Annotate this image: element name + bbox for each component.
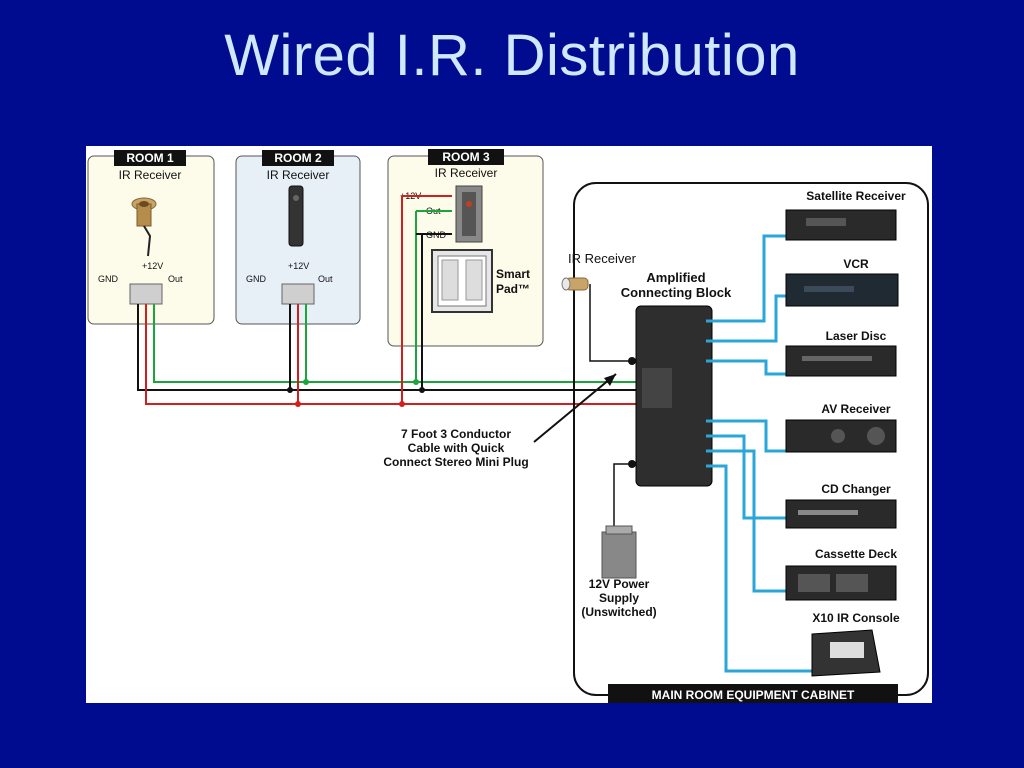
room-2-terminal-block bbox=[281, 283, 315, 305]
cable-label-2: Cable with Quick bbox=[408, 441, 505, 455]
cassette-deck-label: Cassette Deck bbox=[815, 547, 897, 561]
satellite-receiver-label: Satellite Receiver bbox=[806, 189, 906, 203]
satellite-receiver-icon bbox=[785, 209, 897, 241]
equipment-labels: Satellite Receiver VCR Laser Disc AV Rec… bbox=[806, 189, 906, 625]
cable-label-1: 7 Foot 3 Conductor bbox=[401, 427, 511, 441]
ir-receiver-1-icon bbox=[131, 197, 157, 257]
slide-title: Wired I.R. Distribution bbox=[224, 23, 800, 88]
block-label-2: Connecting Block bbox=[621, 285, 732, 300]
room-1-12v: +12V bbox=[142, 261, 163, 271]
room-1: ROOM 1 IR Receiver +12V GND Out bbox=[87, 150, 215, 325]
cassette-deck-icon bbox=[785, 565, 897, 601]
room-2-tag-label: ROOM 2 bbox=[274, 151, 322, 165]
cable-label-3: Connect Stereo Mini Plug bbox=[383, 455, 528, 469]
room-1-tag bbox=[114, 150, 186, 166]
x10-ir-console-label: X10 IR Console bbox=[812, 611, 900, 625]
smart-pad-label-1: Smart bbox=[496, 267, 530, 281]
x10-ir-console-icon bbox=[811, 629, 881, 677]
wiring-diagram: ROOM 1 IR Receiver +12V GND Out ROOM 2 I… bbox=[86, 146, 932, 703]
room-1-tag-label: ROOM 1 bbox=[126, 151, 174, 165]
room-1-device-label: IR Receiver bbox=[119, 168, 182, 182]
room-2-12v: +12V bbox=[288, 261, 309, 271]
callout-arrow-head bbox=[604, 374, 616, 386]
smart-pad-icon bbox=[431, 249, 493, 313]
cable-callout: 7 Foot 3 Conductor Cable with Quick Conn… bbox=[383, 373, 617, 469]
power-supply-icon bbox=[601, 525, 637, 579]
room-1-terminal-block bbox=[129, 283, 163, 305]
main-cabinet-label: MAIN ROOM EQUIPMENT CABINET bbox=[652, 688, 855, 702]
cd-changer-label: CD Changer bbox=[821, 482, 891, 496]
room-1-out: Out bbox=[168, 274, 183, 284]
main-cabinet-tag bbox=[608, 684, 898, 703]
room-1-gnd: GND bbox=[98, 274, 119, 284]
room-3-device-label: IR Receiver bbox=[435, 166, 498, 180]
power-supply-label-2: Supply bbox=[599, 591, 639, 605]
laser-disc-icon bbox=[785, 345, 897, 377]
ir-receiver-3-wallplate-icon bbox=[455, 185, 483, 243]
smart-pad-label-2: Pad™ bbox=[496, 282, 530, 296]
amplified-connecting-block-icon bbox=[628, 305, 713, 487]
vcr-icon bbox=[785, 273, 899, 307]
main-ir-receiver-label: IR Receiver bbox=[568, 251, 637, 266]
room-2-gnd: GND bbox=[246, 274, 267, 284]
block-label-1: Amplified bbox=[646, 270, 705, 285]
wiring bbox=[137, 195, 638, 526]
power-supply-label-1: 12V Power bbox=[589, 577, 650, 591]
room-2-device-label: IR Receiver bbox=[267, 168, 330, 182]
ir-emitter-cables bbox=[706, 234, 814, 673]
av-receiver-icon bbox=[785, 419, 897, 453]
av-receiver-label: AV Receiver bbox=[821, 402, 890, 416]
room-2-tag bbox=[262, 150, 334, 166]
main-ir-receiver-icon bbox=[561, 277, 589, 291]
callout-arrow-line bbox=[533, 373, 617, 443]
power-supply-label-3: (Unswitched) bbox=[581, 605, 656, 619]
laser-disc-label: Laser Disc bbox=[826, 329, 887, 343]
main-cabinet: MAIN ROOM EQUIPMENT CABINET IR Receiver … bbox=[561, 182, 929, 703]
room-2: ROOM 2 IR Receiver +12V GND Out bbox=[235, 150, 361, 325]
cd-changer-icon bbox=[785, 499, 897, 529]
vcr-label: VCR bbox=[843, 257, 869, 271]
room-3: ROOM 3 IR Receiver +12V Out GND Smart Pa… bbox=[387, 149, 544, 347]
ir-receiver-2-icon bbox=[288, 185, 304, 247]
room-2-out: Out bbox=[318, 274, 333, 284]
room-3-tag-label: ROOM 3 bbox=[442, 150, 490, 164]
room-3-tag bbox=[428, 149, 504, 165]
